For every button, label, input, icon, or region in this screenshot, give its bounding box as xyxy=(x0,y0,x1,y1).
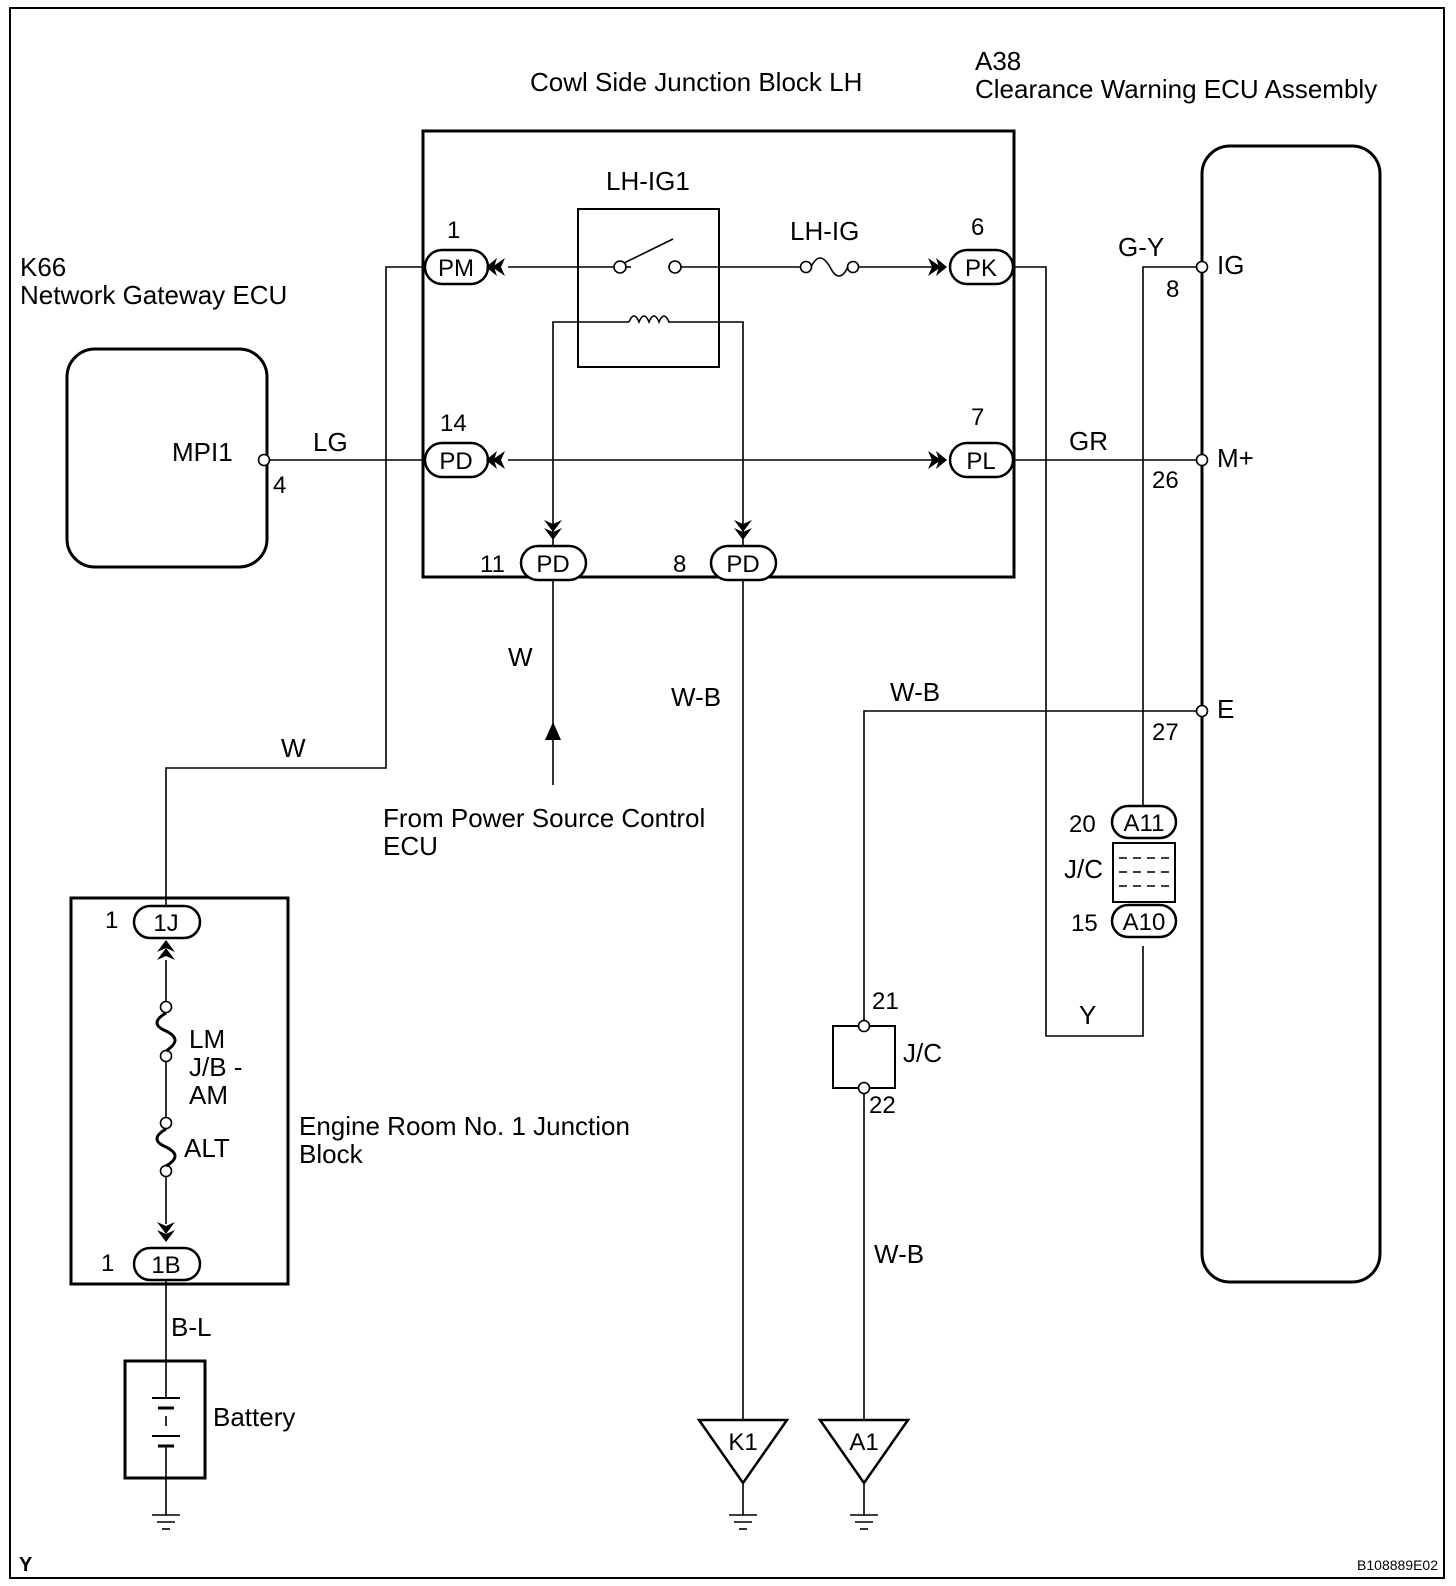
diagram-frame xyxy=(9,7,1445,1579)
ground-a1-label: A1 xyxy=(849,1429,878,1456)
fuse-lm-icon xyxy=(155,1000,177,1063)
engine-jb-title-line1: Engine Room No. 1 Junction xyxy=(299,1111,630,1141)
terminal-mplus xyxy=(1195,453,1209,467)
wire-w-psc-label: W xyxy=(508,642,533,672)
engine-room-junction-block xyxy=(69,896,290,1286)
connector-pd14-label: PD xyxy=(439,448,472,475)
connector-pl: PL xyxy=(928,441,1015,479)
jc-upper-label: J/C xyxy=(1064,854,1103,884)
jc-lower-label: J/C xyxy=(903,1038,942,1068)
fuse-lhig-icon xyxy=(799,257,860,277)
terminal-e-label: E xyxy=(1217,694,1234,724)
ground-icon xyxy=(729,1514,757,1530)
engine-jb-title-line2: Block xyxy=(299,1139,364,1169)
battery-icon xyxy=(152,1361,180,1478)
terminal-ig xyxy=(1195,260,1209,274)
junction-connector-dashed xyxy=(1112,842,1176,903)
pin-pd11: 11 xyxy=(480,551,505,578)
fuse-lm-label: LM xyxy=(189,1024,225,1054)
pin-pd14: 14 xyxy=(440,410,467,437)
cowl-jb-title: Cowl Side Junction Block LH xyxy=(530,67,862,97)
wire-gy-label: G-Y xyxy=(1118,232,1164,262)
connector-pm: PM xyxy=(423,248,505,286)
terminal-jc-21 xyxy=(857,1019,871,1033)
fuse-alt-label: ALT xyxy=(184,1133,230,1163)
a38-code: A38 xyxy=(975,46,1021,76)
pin-ig: 8 xyxy=(1166,276,1179,303)
wire-wb-k1-label: W-B xyxy=(671,682,721,712)
pin-1j: 1 xyxy=(105,907,118,934)
k66-code: K66 xyxy=(20,252,66,282)
ground-k1-label: K1 xyxy=(728,1429,757,1456)
terminal-mpi1-label: MPI1 xyxy=(172,437,233,467)
fuse-alt-icon xyxy=(155,1116,177,1178)
pin-pk: 6 xyxy=(971,214,984,241)
pin-e: 27 xyxy=(1152,719,1179,746)
wire-w-gateway-label: W xyxy=(281,733,306,763)
terminal-jc-22 xyxy=(857,1081,871,1095)
ground-k1: K1 xyxy=(696,1418,790,1486)
power-source-arrow-icon xyxy=(545,722,561,740)
battery-box xyxy=(123,1359,207,1480)
connector-pd14: PD xyxy=(423,441,505,479)
wire-gr-label: GR xyxy=(1069,426,1108,456)
from-psc-line2: ECU xyxy=(383,831,438,861)
connector-1j-label: 1J xyxy=(153,910,178,937)
relay-label: LH-IG1 xyxy=(606,166,690,196)
ground-icon xyxy=(152,1514,180,1530)
pin-a10: 15 xyxy=(1071,910,1098,937)
connector-a10-label: A10 xyxy=(1123,909,1166,936)
pin-a11: 20 xyxy=(1069,811,1096,838)
junction-connector-solid xyxy=(832,1025,896,1089)
connector-a10: A10 xyxy=(1110,903,1178,939)
terminal-mplus-label: M+ xyxy=(1217,443,1254,473)
wires xyxy=(165,266,1202,1515)
pin-jc-22: 22 xyxy=(869,1092,896,1119)
pin-jc-21: 21 xyxy=(872,988,899,1015)
pin-1b: 1 xyxy=(101,1250,114,1277)
relay-box xyxy=(577,208,720,368)
terminal-mpi1 xyxy=(257,453,271,467)
terminal-ig-label: IG xyxy=(1217,250,1244,280)
k66-ecu-box xyxy=(65,347,269,569)
pin-pm: 1 xyxy=(447,217,460,244)
connector-pm-label: PM xyxy=(438,255,474,282)
pin-mplus: 26 xyxy=(1152,467,1179,494)
a38-title: Clearance Warning ECU Assembly xyxy=(975,74,1377,104)
connector-1b-label: 1B xyxy=(151,1252,180,1279)
connector-pd11-label: PD xyxy=(536,551,569,578)
connector-pd8: PD xyxy=(709,520,778,582)
connector-a11-label: A11 xyxy=(1124,810,1165,837)
connector-a11: A11 xyxy=(1110,804,1178,840)
terminal-e xyxy=(1195,704,1209,718)
footer-left: Y xyxy=(19,1554,33,1576)
footer-code: B108889E02 xyxy=(1357,1557,1438,1573)
connector-pk: PK xyxy=(928,248,1015,286)
pin-pd8: 8 xyxy=(673,551,686,578)
pin-k66-mpi1: 4 xyxy=(273,472,286,499)
connector-pd8-label: PD xyxy=(726,551,759,578)
connector-1j: 1J xyxy=(132,904,202,960)
ground-a1: A1 xyxy=(817,1418,911,1486)
relay-switch-icon xyxy=(613,238,682,274)
connector-pk-label: PK xyxy=(965,255,997,282)
fuse-jbam-label-1: J/B - xyxy=(189,1052,242,1082)
battery-label: Battery xyxy=(213,1402,295,1432)
fuse-lhig-label: LH-IG xyxy=(790,216,859,246)
connector-pl-label: PL xyxy=(966,448,995,475)
ground-icon xyxy=(850,1514,878,1530)
wire-wb-a1-label: W-B xyxy=(874,1239,924,1269)
k66-title: Network Gateway ECU xyxy=(20,280,287,310)
fuse-jbam-label-2: AM xyxy=(189,1080,228,1110)
wire-y-label: Y xyxy=(1079,1000,1096,1030)
wire-lg-label: LG xyxy=(313,427,348,457)
relay-coil-icon xyxy=(628,315,670,325)
wire-wb-e-label: W-B xyxy=(890,677,940,707)
wire-bl-label: B-L xyxy=(171,1312,211,1342)
connector-pd11: PD xyxy=(519,520,588,582)
from-psc-line1: From Power Source Control xyxy=(383,803,705,833)
connector-1b: 1B xyxy=(132,1222,202,1282)
pin-pl: 7 xyxy=(971,404,984,431)
